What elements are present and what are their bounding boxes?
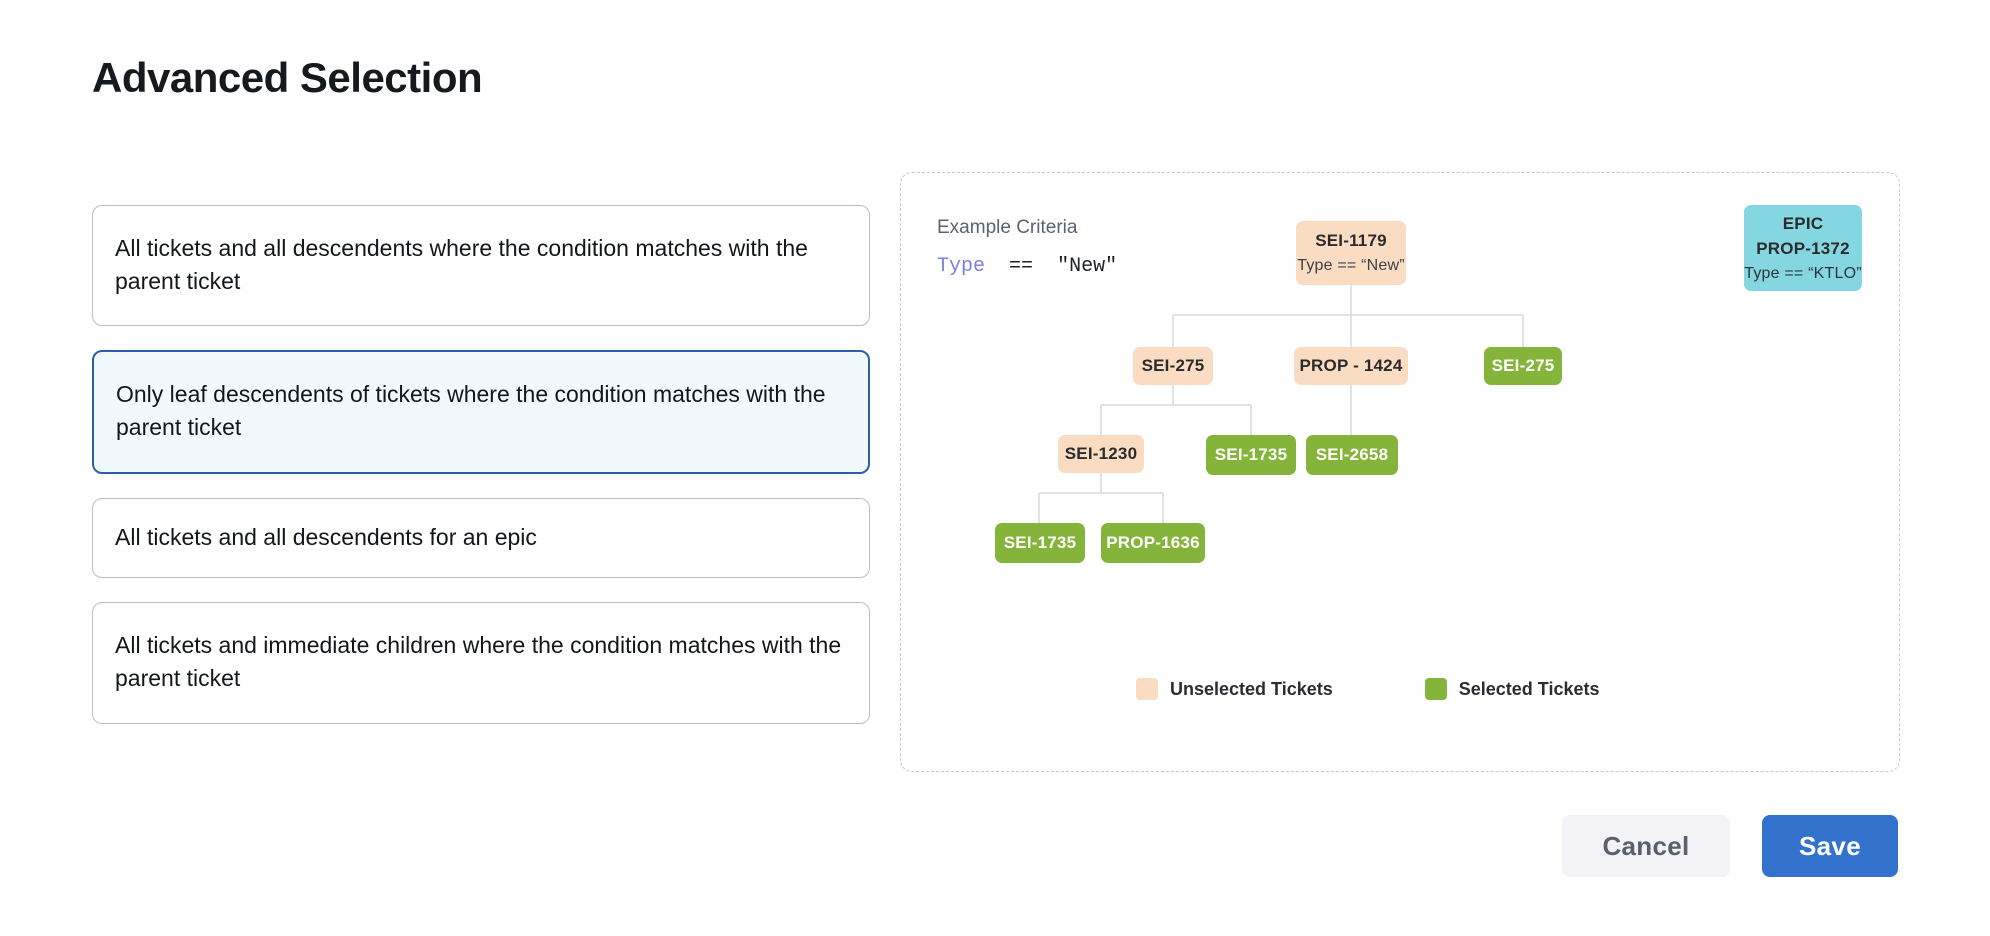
tree-node-root[interactable]: SEI-1179 Type == “New” [1296,221,1406,285]
tree-node-sei-275-a[interactable]: SEI-275 [1133,347,1213,385]
legend-label: Selected Tickets [1458,678,1600,699]
selected-swatch-icon [1424,678,1447,700]
tree-node-sei-1735-a[interactable]: SEI-1735 [1206,435,1296,475]
node-title: EPIC [1782,213,1824,233]
node-subtitle: Type == “KTLO” [1744,264,1862,282]
node-subtitle: Type == “New” [1297,256,1405,274]
option-card-leaf-descendents-condition[interactable]: Only leaf descendents of tickets where t… [92,350,870,474]
tree-node-sei-275-b[interactable]: SEI-275 [1484,347,1562,385]
legend-item-unselected: Unselected Tickets [1136,678,1333,700]
node-title: SEI-275 [1141,356,1205,376]
option-card-all-descendents-epic[interactable]: All tickets and all descendents for an e… [92,497,870,579]
example-diagram-panel: Example Criteria Type == "New" SEI-1179 [900,172,1900,772]
criteria-expression: Type == "New" [937,255,1117,278]
tree-node-prop-1424[interactable]: PROP - 1424 [1294,347,1408,385]
node-title: PROP - 1424 [1299,356,1403,376]
option-card-immediate-children-condition[interactable]: All tickets and immediate children where… [92,602,870,724]
unselected-swatch-icon [1136,678,1158,700]
criteria-operator: == [1009,255,1034,278]
tree-node-sei-2658[interactable]: SEI-2658 [1306,435,1398,475]
node-title: SEI-2658 [1315,445,1389,465]
option-label: All tickets and all descendents where th… [115,235,808,294]
option-label: Only leaf descendents of tickets where t… [116,381,826,440]
node-title: SEI-1179 [1315,231,1387,251]
cancel-button[interactable]: Cancel [1562,815,1730,877]
node-title: PROP-1636 [1106,533,1200,553]
node-title: SEI-1735 [1003,533,1077,553]
selection-options-list: All tickets and all descendents where th… [92,205,870,748]
tree-node-sei-1735-b[interactable]: SEI-1735 [995,523,1085,563]
option-label: All tickets and all descendents for an e… [115,523,537,550]
criteria-value: "New" [1057,255,1118,278]
tree-node-epic[interactable]: EPIC PROP-1372 Type == “KTLO” [1744,205,1862,291]
legend-item-selected: Selected Tickets [1424,678,1600,700]
save-button[interactable]: Save [1762,815,1898,877]
node-title: SEI-1230 [1064,444,1138,464]
criteria-keyword: Type [937,255,986,278]
tree-node-prop-1636[interactable]: PROP-1636 [1101,523,1205,563]
diagram-legend: Unselected Tickets Selected Tickets [1136,678,1600,700]
option-label: All tickets and immediate children where… [115,632,842,691]
node-title: SEI-1735 [1214,445,1288,465]
legend-label: Unselected Tickets [1170,678,1333,699]
node-title-2: PROP-1372 [1756,239,1850,258]
node-title: SEI-275 [1491,356,1555,376]
page-title: Advanced Selection [92,54,483,101]
dialog-footer: Cancel Save [1562,815,1898,877]
tree-node-sei-1230[interactable]: SEI-1230 [1058,435,1144,473]
criteria-label: Example Criteria [937,217,1078,238]
option-card-all-descendents-condition[interactable]: All tickets and all descendents where th… [92,205,870,327]
